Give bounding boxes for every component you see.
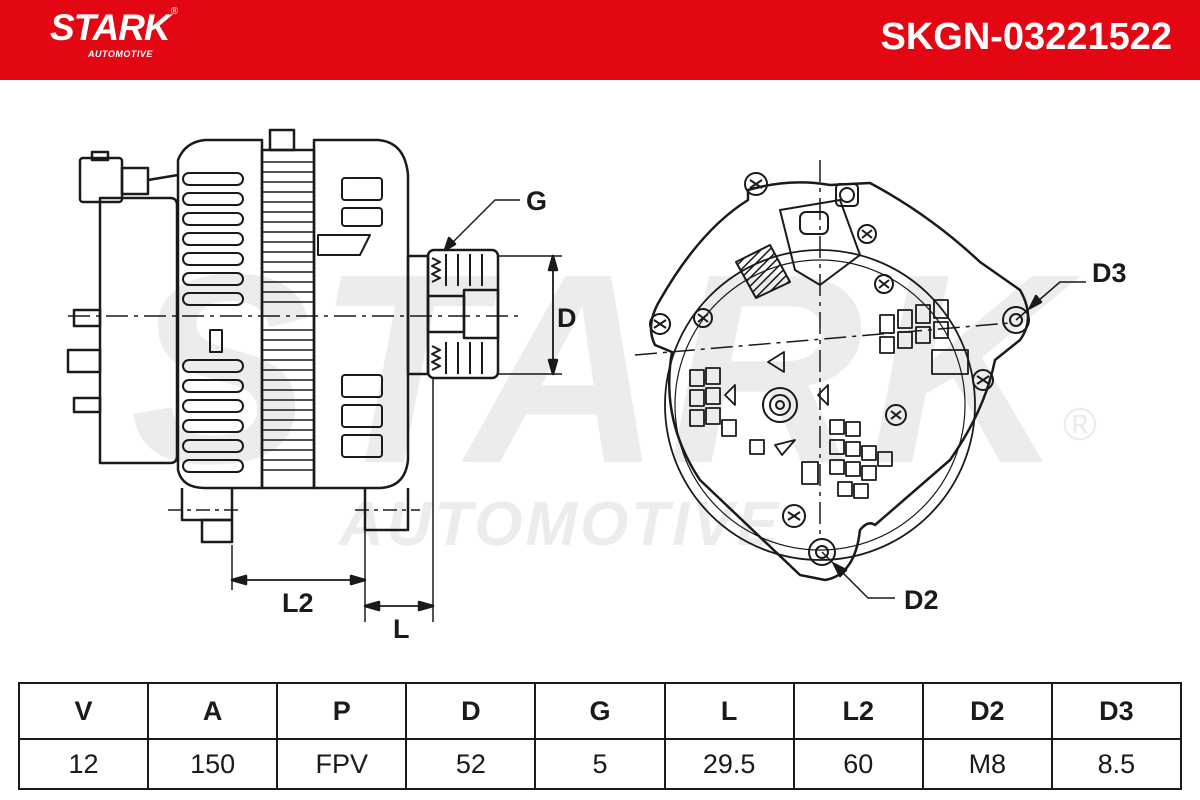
spec-value: 5 [534,738,666,790]
spec-header: L2 [792,682,924,740]
spec-value: 52 [405,738,537,790]
spec-header: V [17,682,150,740]
logo-tagline: AUTOMOTIVE [88,49,153,59]
header-bar: STARK® AUTOMOTIVE SKGN-03221522 [0,0,1200,80]
spec-value: 8.5 [1050,738,1183,790]
specs-header-row: V A P D G L L2 D2 D3 [17,682,1183,740]
label-g: G [526,186,547,216]
spec-value: FPV [276,738,408,790]
spec-header: D3 [1050,682,1183,740]
label-d3: D3 [1092,258,1127,288]
part-number: SKGN-03221522 [880,16,1172,58]
spec-value: 60 [792,738,924,790]
label-l: L [393,614,410,644]
specs-value-row: 12 150 FPV 52 5 29.5 60 M8 8.5 [17,738,1183,790]
technical-drawing: STARK AUTOMOTIVE ® [66,128,1127,644]
spec-header: D2 [921,682,1053,740]
label-d2: D2 [904,585,939,615]
spec-value: 12 [17,738,150,790]
spec-header: A [147,682,279,740]
watermark-subtext: AUTOMOTIVE [337,490,781,559]
spec-value: 29.5 [663,738,795,790]
alternator-side-view [66,128,562,622]
watermark-mark: ® [1063,398,1097,450]
watermark: STARK AUTOMOTIVE ® [130,219,1097,559]
stark-logo: STARK® AUTOMOTIVE [50,6,179,59]
label-d: D [557,303,577,333]
label-l2: L2 [282,588,314,618]
specs-table: V A P D G L L2 D2 D3 12 150 FPV 52 5 29.… [17,682,1183,790]
spec-header: L [663,682,795,740]
spec-header: D [405,682,537,740]
spec-header: P [276,682,408,740]
spec-header: G [534,682,666,740]
logo-text: STARK [50,7,171,48]
spec-value: M8 [921,738,1053,790]
spec-value: 150 [147,738,279,790]
logo-registered-mark: ® [170,6,179,17]
alternator-front-view [634,160,1086,599]
